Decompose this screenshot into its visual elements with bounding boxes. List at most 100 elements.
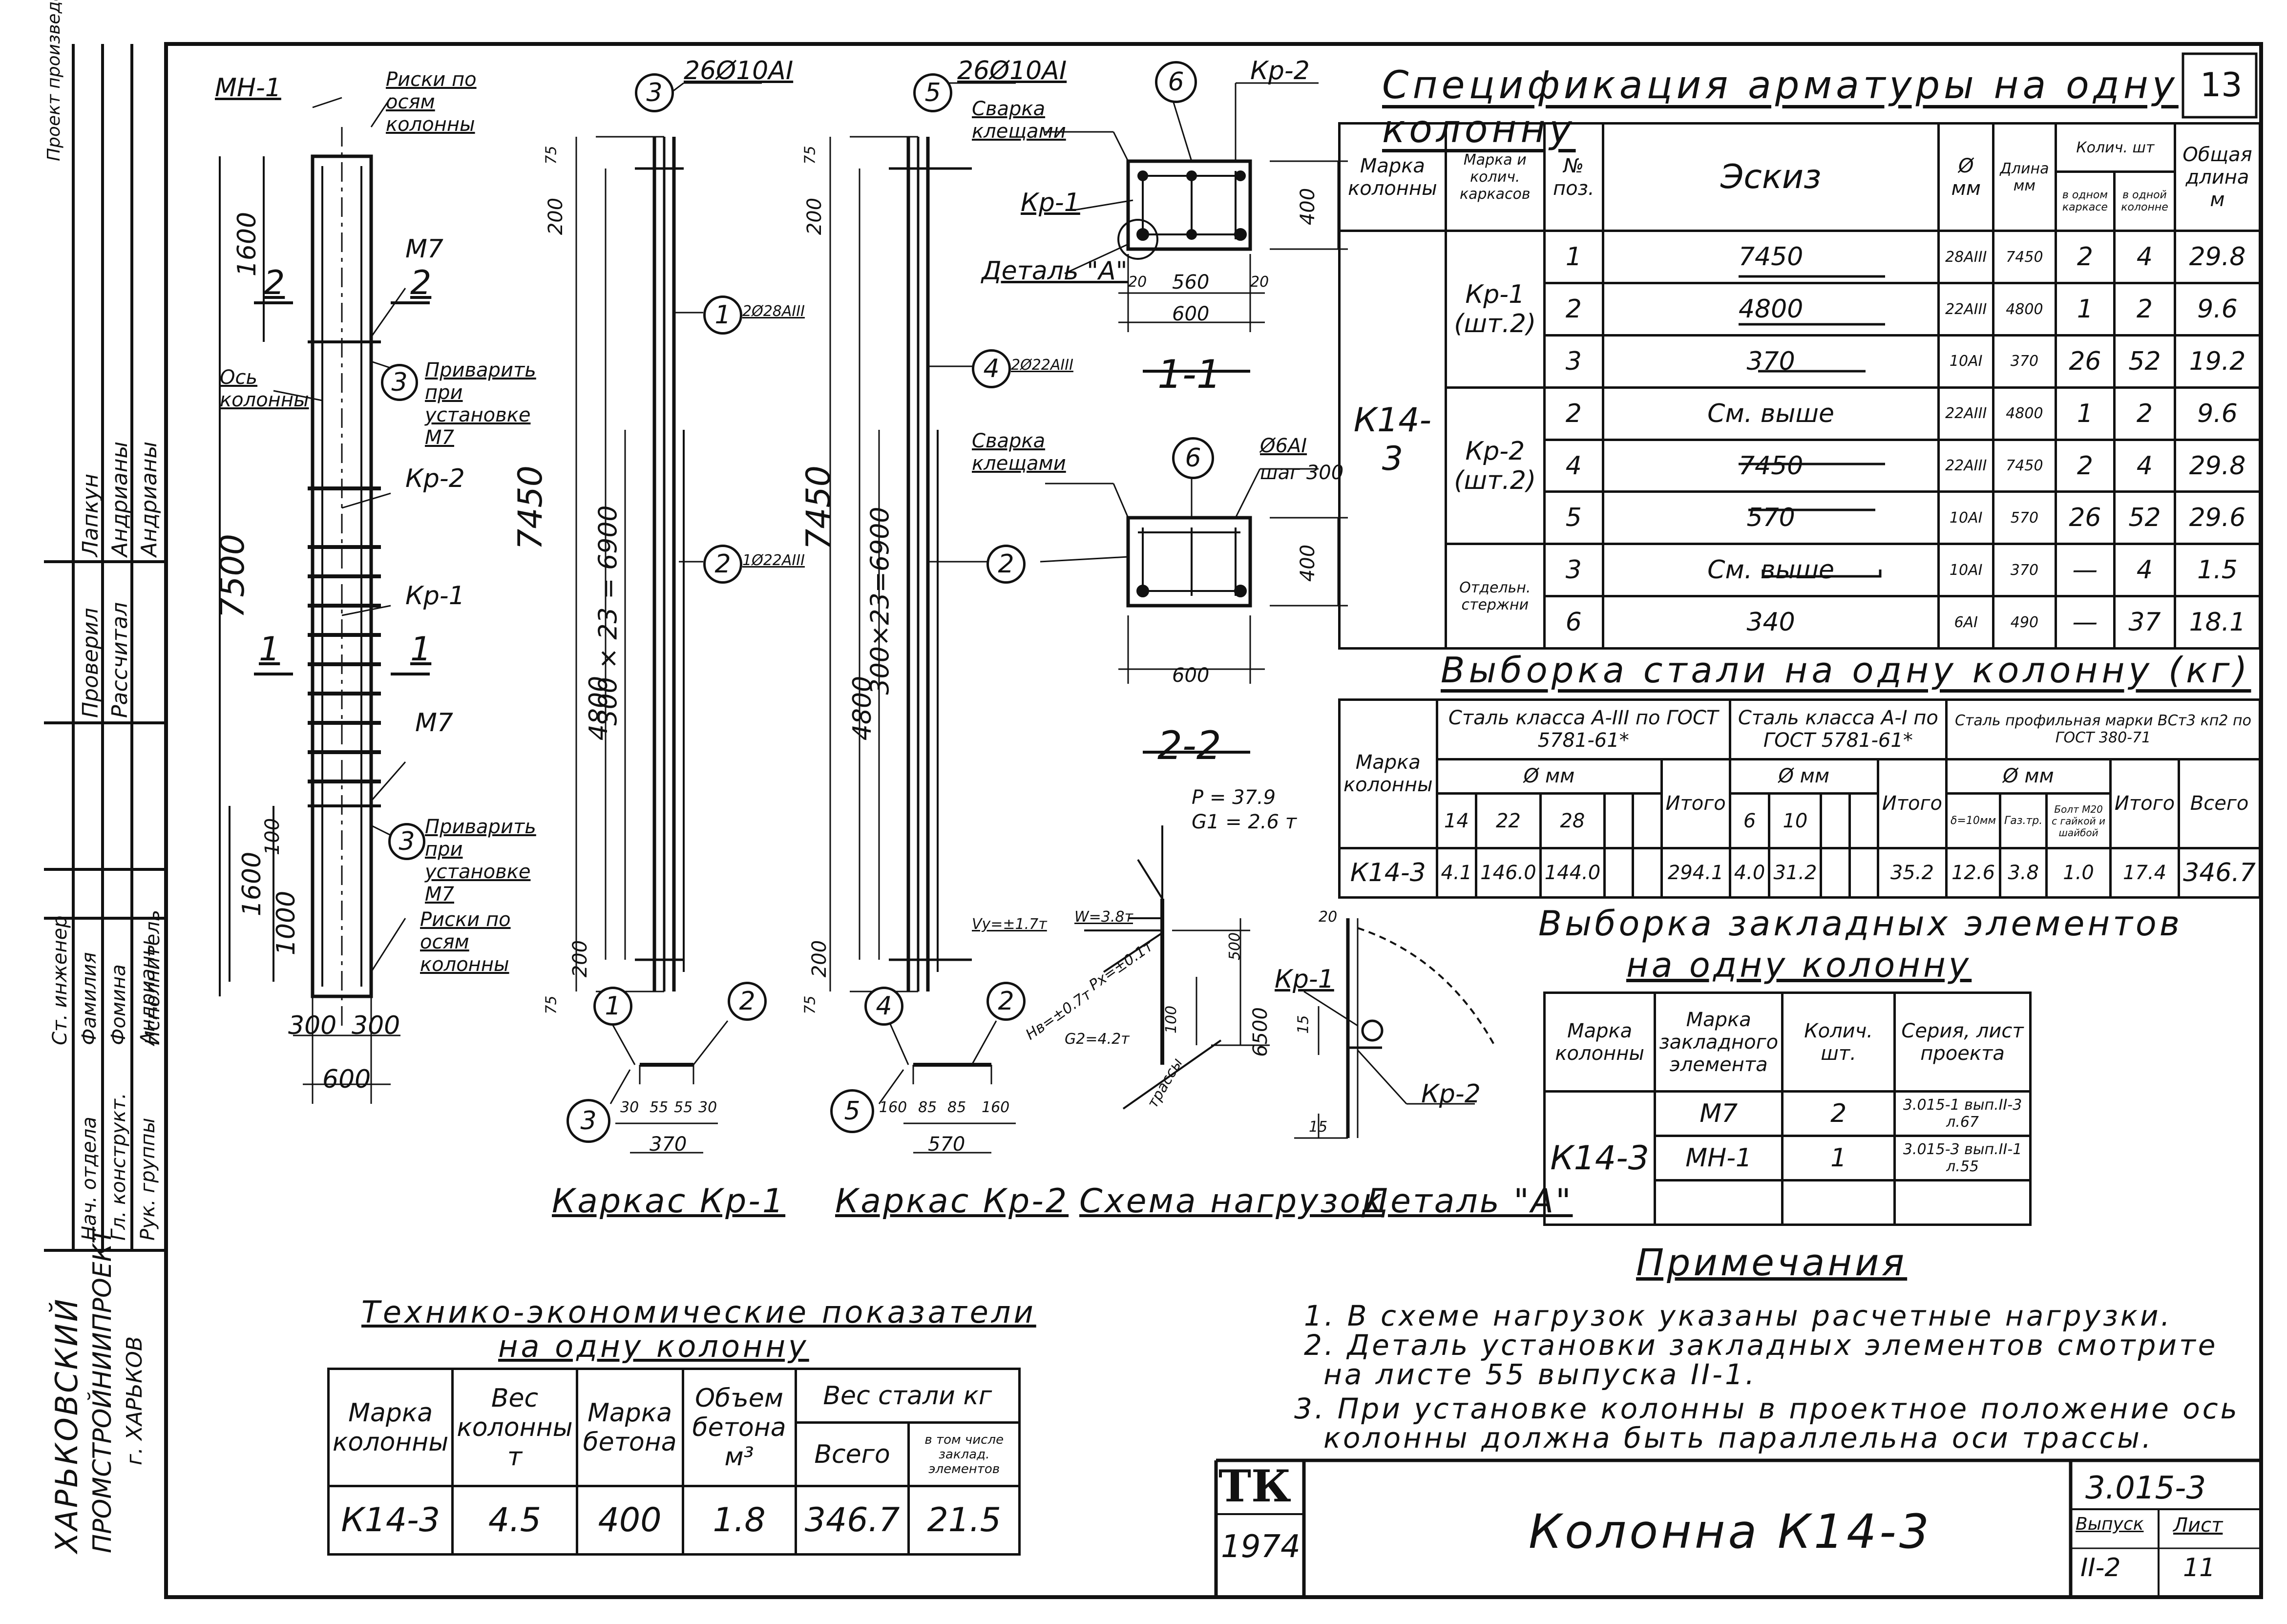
stamp-role-calculated: Рассчитал — [107, 602, 132, 718]
detail-dim-20: 20 — [1319, 908, 1338, 926]
spec-r7-q2: 37 — [2113, 595, 2176, 650]
sec22-pos-6: 6 — [1172, 437, 1214, 479]
sec11-kp2: Кр-2 — [1250, 56, 1310, 85]
title-year: 1974 — [1221, 1529, 1301, 1565]
spec-r5-sketch: 570 — [1601, 490, 1940, 546]
note-2: 2. Деталь установки закладных элементов … — [1304, 1329, 2218, 1362]
spec-r4-total: 29.8 — [2173, 438, 2262, 493]
detail-kp2: Кр-2 — [1421, 1079, 1481, 1109]
spec-r4-len: 7450 — [1992, 438, 2057, 493]
spec-r0-q2: 4 — [2113, 230, 2176, 285]
pos-4-circle-sec: 4 — [864, 987, 903, 1026]
note-1: 1. В схеме нагрузок указаны расчетные на… — [1304, 1299, 2172, 1332]
load-vy: Vy=±1.7т — [972, 916, 1047, 933]
steel-title: Выборка стали на одну колонну (кг) — [1441, 650, 2251, 691]
tech-table: Марка колонны Вес колонны т Марка бетона… — [327, 1368, 1021, 1556]
org-line-3: г. ХАРЬКОВ — [122, 1336, 147, 1465]
dim-1000: 1000 — [272, 890, 301, 956]
tech-title-2: на одну колонну — [498, 1329, 809, 1364]
sec11-kp1: Кр-1 — [1021, 188, 1080, 217]
kp1-sec-55a: 55 — [650, 1099, 669, 1116]
tech-r-incl: 21.5 — [907, 1485, 1021, 1556]
spec-r0-len: 7450 — [1992, 230, 2057, 285]
steel-d28: 28 — [1539, 792, 1606, 849]
stamp-role-1: Нач. отдела — [78, 1117, 101, 1241]
emb-r1-series: 3.015-3 вып.II-1 л.55 — [1893, 1135, 2032, 1182]
spec-r6-total: 1.5 — [2173, 543, 2262, 598]
spec-r5-total: 29.6 — [2173, 490, 2262, 546]
steel-r-all: 346.7 — [2178, 846, 2261, 899]
issue-value: II-2 — [2080, 1553, 2121, 1582]
load-dim-6500: 6500 — [1249, 1007, 1272, 1057]
emb-r0-elem: М7 — [1654, 1090, 1784, 1138]
drawing-name: Колонна К14-3 — [1529, 1504, 1932, 1559]
dim-600: 600 — [322, 1065, 371, 1094]
sec22-dim-400: 400 — [1297, 544, 1320, 582]
spec-r0-sketch: 7450 — [1601, 230, 1940, 285]
steel-d-empty-4 — [1848, 792, 1879, 849]
kp1-label: Кр-1 — [405, 581, 465, 611]
kp1-rebar-top: 26Ø10АI — [684, 56, 794, 85]
spec-h-total: Общая длина м — [2173, 122, 2262, 232]
kp1-caption: Каркас Кр-1 — [552, 1182, 786, 1221]
emb-r0-qty: 2 — [1781, 1090, 1896, 1138]
emb-empty-3 — [1893, 1179, 2032, 1226]
pos-1-circle-sec: 1 — [593, 987, 632, 1026]
tech-h-weight: Вес колонны т — [451, 1368, 578, 1487]
stamp-name-2: Андрианы — [137, 940, 159, 1045]
risks-top-note: Риски по осям колонны — [386, 68, 477, 136]
detail-dim-15b: 15 — [1309, 1118, 1328, 1136]
spec-r1-pos: 2 — [1543, 282, 1604, 337]
dim-1600-top: 1600 — [232, 211, 262, 277]
approval-note: Проект произведен в один раз по программ… — [44, 0, 64, 161]
spec-r4-dia: 22АIII — [1937, 438, 1994, 493]
emb-h-elem: Марка закладного элемента — [1654, 991, 1784, 1093]
embedded-table: Марка колонны Марка закладного элемента … — [1543, 991, 2032, 1226]
spec-r1-dia: 22АIII — [1937, 282, 1994, 337]
section-mark-2-right: 2 — [410, 264, 432, 302]
load-w: W=3.8т — [1074, 908, 1133, 926]
steel-r-14: 4.1 — [1435, 846, 1478, 899]
steel-d6: 6 — [1728, 792, 1771, 849]
spec-r5-len: 570 — [1992, 490, 2057, 546]
kp2-sec-570: 570 — [928, 1133, 965, 1156]
kp2-sec-85b: 85 — [947, 1099, 966, 1116]
kp1-dim-200-top: 200 — [545, 197, 567, 235]
org-line-2: ПРОМСТРОЙНИИПРОЕКТ — [88, 1228, 117, 1553]
dim-7500: 7500 — [213, 533, 252, 619]
tech-h-steel: Вес стали кг — [794, 1368, 1021, 1424]
stamp-name-header: Фамилия — [78, 952, 101, 1045]
spec-r1-len: 4800 — [1992, 282, 2057, 337]
spec-r2-len: 370 — [1992, 334, 2057, 389]
pos-3-circle-kp1: 3 — [635, 73, 674, 112]
spec-r5-q1: 26 — [2054, 490, 2116, 546]
spec-r7-q1: — — [2054, 595, 2116, 650]
spec-group-kp1-count: (шт.2) — [1454, 309, 1536, 339]
steel-h-pipe: Газ.тр. — [1999, 792, 2048, 849]
tech-h-volume: Объем бетона м³ — [681, 1368, 797, 1487]
sec11-dim-560: 560 — [1172, 271, 1210, 294]
pos-4-circle: 4 — [972, 349, 1011, 388]
steel-d10: 10 — [1768, 792, 1823, 849]
spec-r2-total: 19.2 — [2173, 334, 2262, 389]
steel-h-s10: δ=10мм — [1945, 792, 2002, 849]
spec-r0-total: 29.8 — [2173, 230, 2262, 285]
m7-top: М7 — [405, 234, 443, 264]
embedded-title-1: Выборка закладных элементов — [1538, 904, 2183, 944]
steel-r-6: 4.0 — [1728, 846, 1771, 899]
stamp-name-3: Лапкун — [78, 473, 103, 557]
kp1-dim-200-bottom: 200 — [569, 940, 592, 978]
spec-r3-q1: 1 — [2054, 386, 2116, 441]
spec-r6-q2: 4 — [2113, 543, 2176, 598]
spec-h-qty-all: в одной колонне — [2113, 170, 2176, 232]
drawing-code: 3.015-3 — [2085, 1470, 2206, 1506]
spec-group-kp1: Кр-1(шт.2) — [1444, 230, 1546, 389]
spec-r2-q1: 26 — [2054, 334, 2116, 389]
kp2-sec-85a: 85 — [918, 1099, 937, 1116]
spec-h-dia: Ø мм — [1937, 122, 1994, 232]
stamp-role-3: Рук. группы — [137, 1118, 159, 1241]
pos-2-circle-sec: 2 — [728, 982, 767, 1021]
emb-r0-series: 3.015-1 вып.II-3 л.67 — [1893, 1090, 2032, 1138]
notes-title: Примечания — [1636, 1241, 1908, 1284]
